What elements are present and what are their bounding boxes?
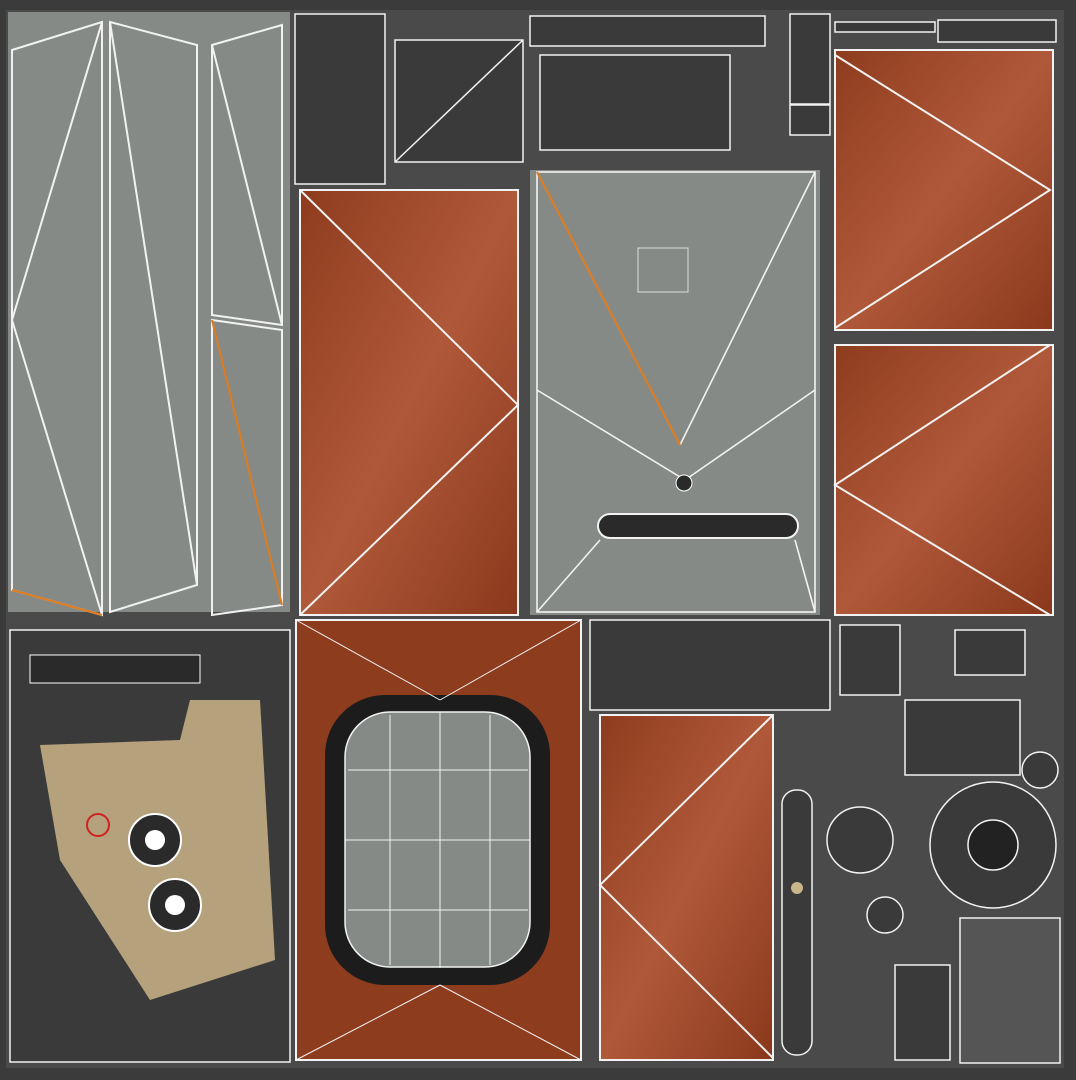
uv-island-side-panels[interactable] xyxy=(8,12,290,617)
uv-island-grille[interactable] xyxy=(295,619,582,1061)
uv-island-small-parts-top[interactable] xyxy=(294,13,1057,185)
uv-island-back-panel[interactable] xyxy=(530,170,820,615)
uv-island-bottom-right-parts[interactable] xyxy=(589,619,1061,1064)
uv-island-bottom-left-parts[interactable] xyxy=(9,629,291,1063)
